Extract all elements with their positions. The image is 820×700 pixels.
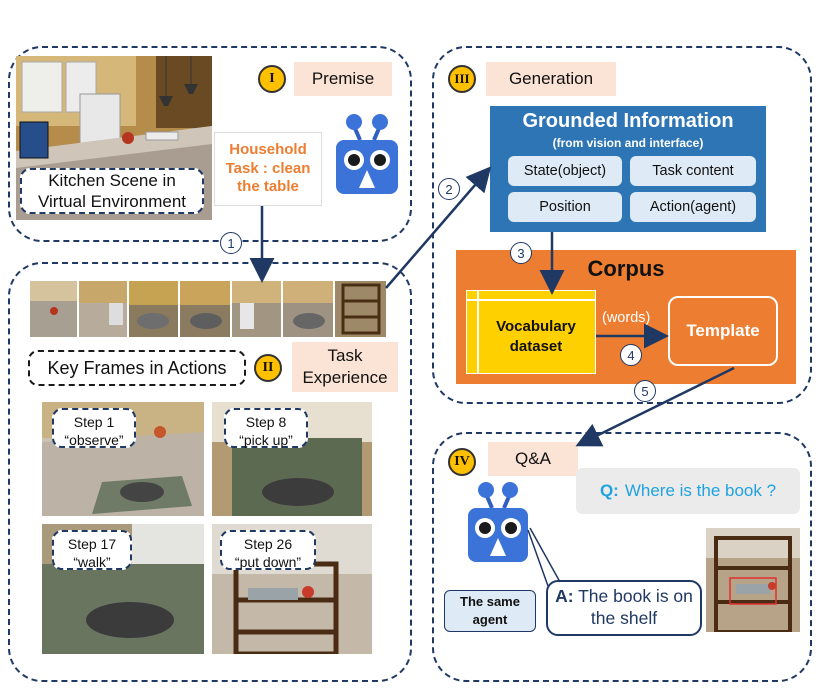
question-bubble: Q: Where is the book ? (576, 468, 800, 514)
key-frame-thumb (334, 281, 386, 337)
premise-numeral: I (258, 65, 286, 93)
answer-text: The book is on the shelf (578, 586, 693, 628)
qa-title: Q&A (488, 442, 578, 476)
key-frame-thumb (283, 281, 333, 337)
step-label-26: Step 26 “put down” (220, 530, 316, 570)
same-agent-label: The same agent (444, 590, 536, 632)
key-frames-label-text: Key Frames in Actions (47, 357, 227, 378)
question-text: Where is the book ? (624, 481, 777, 500)
vocabulary-dataset-label: Vocabulary dataset (496, 318, 576, 355)
step-label-17: Step 17 “walk” (52, 530, 132, 570)
grounded-cell-task-content: Task content (630, 156, 756, 186)
task-experience-panel (8, 262, 412, 682)
template-box: Template (668, 296, 778, 366)
shelf-image (706, 528, 800, 632)
qa-panel (432, 432, 812, 682)
key-frame-thumb (180, 281, 230, 337)
answer-prefix: A: (555, 586, 574, 606)
kitchen-scene-label-text: Kitchen Scene in Virtual Environment (37, 170, 187, 211)
arrow-number-4: 4 (620, 344, 642, 366)
answer-pointer (529, 527, 561, 583)
arrow-number-2: 2 (438, 178, 460, 200)
generation-numeral: III (448, 65, 476, 93)
key-frame-thumb (30, 281, 78, 337)
arrow-5 (575, 366, 735, 447)
corpus-title: Corpus (587, 256, 665, 281)
step-number: Step 1 (73, 414, 115, 430)
premise-panel (8, 46, 412, 242)
step-action: “pick up” (239, 432, 293, 449)
words-label: (words) (602, 310, 651, 326)
key-frame-thumb (231, 281, 282, 337)
generation-panel (432, 46, 812, 404)
step-number: Step 26 (243, 536, 293, 552)
template-label: Template (686, 321, 760, 340)
step-action: “observe” (64, 432, 124, 449)
key-frames-strip (30, 281, 386, 337)
grounded-cell-state: State(object) (508, 156, 622, 186)
grounded-cell-action: Action(agent) (630, 192, 756, 222)
step-action: “put down” (234, 554, 302, 571)
kitchen-scene-label: Kitchen Scene in Virtual Environment (20, 168, 204, 214)
household-task-box: Household Task : clean the table (214, 132, 322, 206)
answer-pointer (527, 529, 549, 587)
step-label-1: Step 1 “observe” (52, 408, 136, 448)
generation-title: Generation (486, 62, 616, 96)
question-prefix: Q: (599, 481, 619, 500)
task-experience-numeral: II (254, 354, 282, 382)
same-agent-text: The same agent (460, 594, 520, 627)
grounded-cell-position: Position (508, 192, 622, 222)
step-action: “walk” (73, 554, 111, 571)
arrow-number-3: 3 (510, 242, 532, 264)
vocabulary-dataset-box: Vocabulary dataset (466, 290, 596, 374)
robot-icon (336, 114, 398, 194)
step-number: Step 17 (67, 536, 117, 552)
grounded-information-subtitle: (from vision and interface) (552, 136, 704, 150)
step-number: Step 8 (245, 414, 287, 430)
key-frame-thumb (79, 281, 127, 337)
step-label-8: Step 8 “pick up” (224, 408, 308, 448)
premise-title: Premise (294, 62, 392, 96)
task-experience-title: Task Experience (292, 342, 398, 392)
arrow-number-5: 5 (634, 380, 656, 402)
answer-bubble: A: The book is on the shelf (546, 580, 702, 636)
robot-icon (468, 482, 528, 562)
grounded-information-title: Grounded Information (522, 110, 734, 132)
key-frame-step-17 (42, 524, 204, 654)
key-frames-label: Key Frames in Actions (28, 350, 246, 386)
household-task-text: Household Task : clean the table (225, 140, 311, 196)
arrow-number-1: 1 (220, 232, 242, 254)
arrow-2 (385, 166, 492, 289)
qa-numeral: IV (448, 448, 476, 476)
key-frame-thumb (128, 281, 179, 337)
